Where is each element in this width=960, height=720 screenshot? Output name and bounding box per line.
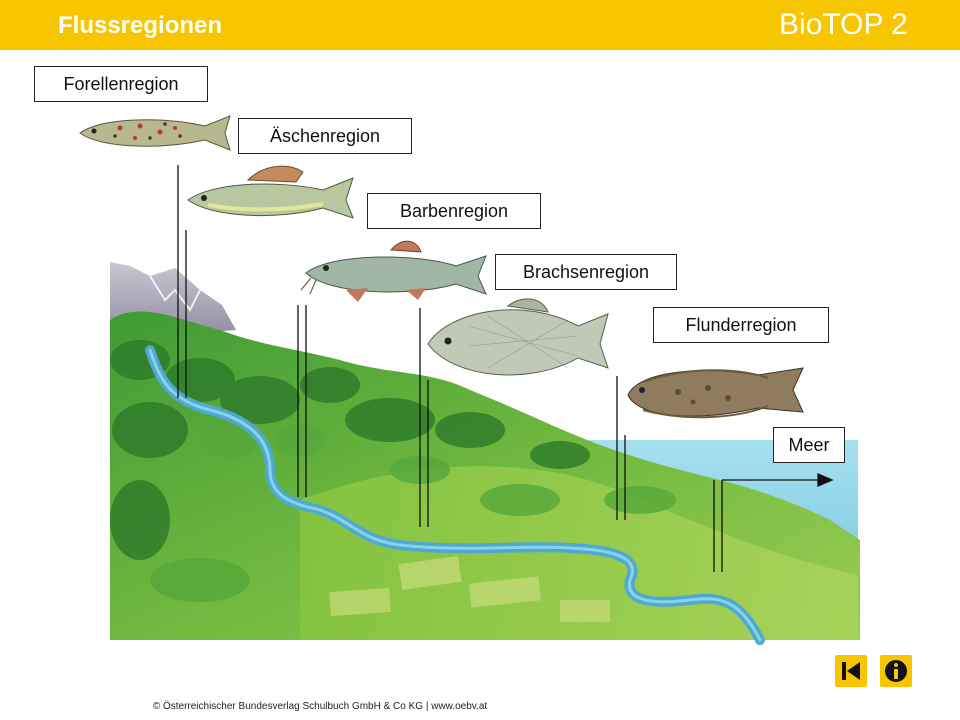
back-button[interactable] [835,655,867,687]
label-barbenregion: Barbenregion [367,193,541,229]
fish-common-bream [427,298,609,376]
footer-copyright: © Österreichischer Bundesverlag Schulbuc… [152,701,488,712]
label-flunderregion: Flunderregion [653,307,829,343]
info-icon [885,660,907,682]
label-forellenregion: Forellenregion [34,66,208,102]
brand-logo: BioTOP 2 [779,8,908,41]
page-title: Flussregionen [58,12,223,39]
skip-back-icon [842,662,860,680]
label-aeschenregion: Äschenregion [238,118,412,154]
label-meer: Meer [773,427,845,463]
label-brachsenregion: Brachsenregion [495,254,677,290]
region-pointer-lines [177,165,834,572]
header-bar: Flussregionen BioTOP 2 [0,0,960,50]
fish-grayling [187,165,354,219]
fish-barbel [300,240,487,302]
fish-flounder [627,367,804,419]
fish-brown-trout [79,115,231,151]
info-button[interactable] [880,655,912,687]
